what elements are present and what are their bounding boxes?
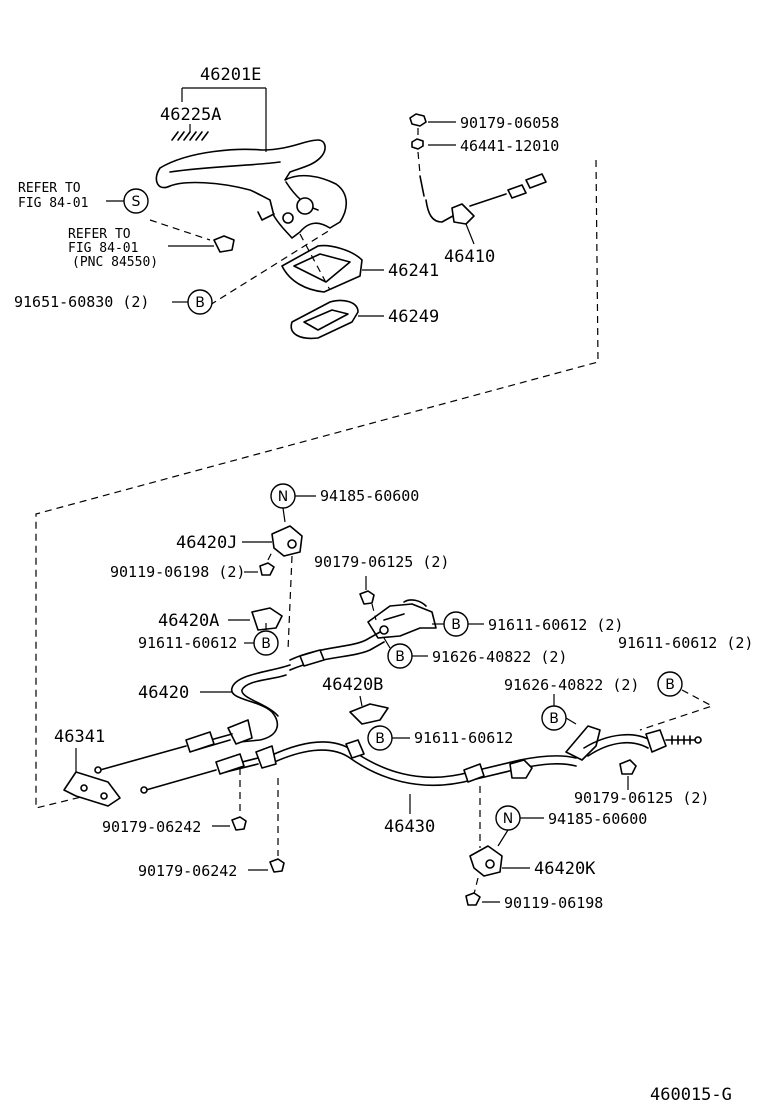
marker-b-5: B [665, 677, 675, 693]
label-46430: 46430 [384, 817, 435, 837]
front-cable-46410 [417, 151, 547, 225]
refer-pnc-line2: FIG 84-01 [68, 241, 138, 256]
bolt-90119-b [465, 892, 481, 906]
clamp-46420A [251, 607, 283, 631]
label-46249: 46249 [388, 307, 439, 327]
label-46420J: 46420J [176, 533, 237, 553]
right-cable-end [565, 725, 702, 775]
label-91651: 91651-60830 (2) [14, 293, 149, 311]
label-46341: 46341 [54, 727, 105, 747]
nut-90179-a [359, 590, 375, 605]
label-90119-06198-2: 90119-06198 (2) [110, 563, 245, 581]
marker-b-1: B [195, 295, 205, 311]
label-46241: 46241 [388, 261, 439, 281]
nut-90179-06242-b [269, 858, 285, 873]
label-46420A: 46420A [158, 611, 219, 631]
label-90179-06125-b: 90179-06125 (2) [574, 789, 709, 807]
boot-46241 [281, 233, 363, 293]
refer-pnc-line3: (PNC 84550) [72, 255, 158, 270]
marker-b-3-circle [253, 630, 279, 656]
marker-b-6: B [549, 711, 559, 727]
marker-n-2: N [503, 811, 513, 827]
refer-s-line2: FIG 84-01 [18, 196, 88, 211]
refer-pnc-line1: REFER TO [68, 227, 131, 242]
marker-b-1-circle [187, 289, 213, 315]
assembly-boundary [35, 159, 599, 809]
marker-b-3: B [261, 636, 271, 652]
nut-90179-06242-a [231, 816, 247, 831]
label-90179-06058: 90179-06058 [460, 114, 559, 132]
marker-s-circle [123, 188, 149, 214]
leader-46201E [181, 87, 267, 152]
label-46410: 46410 [444, 247, 495, 267]
label-91626-a: 91626-40822 (2) [432, 648, 567, 666]
marker-s: S [132, 194, 141, 210]
nut-washer-upper [409, 113, 427, 150]
label-46441-12010: 46441-12010 [460, 137, 559, 155]
label-91611-right: 91611-60612 (2) [618, 634, 753, 652]
label-90179-06125-a: 90179-06125 (2) [314, 553, 449, 571]
refer-s-line1: REFER TO [18, 181, 81, 196]
clamp-46420J [271, 525, 303, 651]
label-91611-mid: 91611-60612 [414, 729, 513, 747]
marker-b-5-circle [657, 671, 683, 697]
label-46420K: 46420K [534, 859, 596, 879]
label-94185-60600-b: 94185-60600 [548, 810, 647, 828]
label-46420B: 46420B [322, 675, 383, 695]
bolt-90119-a [259, 562, 275, 576]
label-90179-06242-b: 90179-06242 [138, 862, 237, 880]
label-91626-b: 91626-40822 (2) [504, 676, 639, 694]
marker-n-1: N [278, 489, 288, 505]
brake-lever-46201E [155, 131, 348, 239]
marker-b-2: B [451, 617, 461, 633]
marker-b-7: B [375, 731, 385, 747]
label-46201E: 46201E [200, 65, 261, 85]
label-91611-b1: 91611-60612 (2) [488, 616, 623, 634]
bracket-46341 [63, 771, 121, 807]
switch-clip [213, 235, 235, 253]
label-94185-60600-a: 94185-60600 [320, 487, 419, 505]
cable-bracket-upper [367, 599, 437, 639]
clamp-46420B [349, 703, 389, 725]
label-90179-06242-a: 90179-06242 [102, 818, 201, 836]
spring-46225A [171, 131, 209, 141]
label-91611-left: 91611-60612 [138, 634, 237, 652]
clamp-46420K [469, 786, 503, 877]
rear-cable-46420 [94, 631, 385, 774]
diagram-code: 460015-G [650, 1085, 732, 1105]
label-46420: 46420 [138, 683, 189, 703]
label-90119-06198: 90119-06198 [504, 894, 603, 912]
rear-cable-46430 [140, 739, 577, 794]
label-46225A: 46225A [160, 105, 221, 125]
seal-46249 [290, 299, 359, 340]
marker-b-4: B [395, 649, 405, 665]
